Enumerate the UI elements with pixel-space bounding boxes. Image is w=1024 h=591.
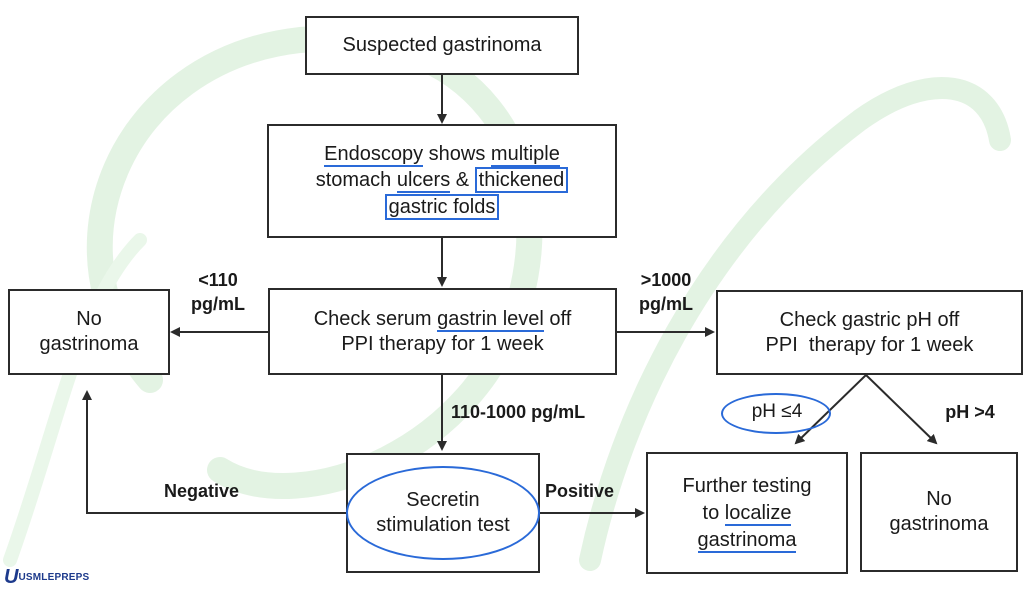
node-suspected-label: Suspected gastrinoma <box>342 34 542 56</box>
node-further-line1: Further testing <box>682 474 812 497</box>
highlight-gastrin-level: gastrin level <box>437 307 544 332</box>
node-ph-line2: PPI therapy for 1 week <box>765 333 974 356</box>
highlight-endoscopy: Endoscopy <box>324 143 424 167</box>
highlight-localize: localize <box>724 501 792 526</box>
text-segment: shows <box>423 143 491 165</box>
edge-label-negative: Negative <box>164 481 240 501</box>
node-serum-gastrin: Check serum gastrin level off PPI therap… <box>268 288 617 375</box>
edge-label-lt110-line2: pg/mL <box>191 294 245 314</box>
text-segment: & <box>450 169 475 191</box>
text-segment: stomach <box>315 169 397 191</box>
text-segment: off <box>543 307 572 330</box>
arrow-ph-low <box>794 374 867 445</box>
node-endoscopy: Endoscopy shows multiple stomach ulcers … <box>267 124 617 238</box>
brand-mark-icon: U <box>4 566 19 588</box>
node-serum-line2: PPI therapy for 1 week <box>341 332 544 355</box>
node-further-testing: Further testing to localize gastrinoma <box>646 452 848 574</box>
brand-text: USMLEPREPS <box>18 571 90 583</box>
node-no-gastrinoma-left: No gastrinoma <box>8 289 170 375</box>
edge-label-gt1000: >1000 pg/mL <box>616 268 716 316</box>
highlight-multiple: multiple <box>490 143 560 167</box>
node-no-gastrinoma-right: No gastrinoma <box>860 452 1018 572</box>
edge-label-positive: Positive <box>545 481 615 501</box>
node-no-gastrinoma-right-line1: No <box>926 488 952 510</box>
highlight-oval-ph-low <box>721 393 831 434</box>
brand-logo: U USMLEPREPS <box>4 566 89 588</box>
arrow-ph-high <box>865 374 938 445</box>
edge-label-gt1000-line2: pg/mL <box>639 294 693 314</box>
edge-label-mid-range: 110-1000 pg/mL <box>451 402 586 422</box>
highlight-gastrinoma: gastrinoma <box>697 528 797 553</box>
node-no-gastrinoma-right-line2: gastrinoma <box>889 513 989 535</box>
node-no-gastrinoma-left-line1: No <box>76 308 102 330</box>
edge-label-lt110: <110 pg/mL <box>168 268 268 316</box>
node-suspected-gastrinoma: Suspected gastrinoma <box>305 16 579 75</box>
node-no-gastrinoma-left-line2: gastrinoma <box>39 333 139 355</box>
node-ph-check: Check gastric pH off PPI therapy for 1 w… <box>716 290 1023 375</box>
edge-label-lt110-line1: <110 <box>198 270 238 290</box>
highlight-ulcers: ulcers <box>396 169 451 193</box>
edge-label-ph-high: pH >4 <box>945 402 995 422</box>
edge-label-gt1000-line1: >1000 <box>640 270 692 290</box>
text-segment: Check serum <box>313 307 438 330</box>
node-endoscopy-text: Endoscopy shows multiple stomach ulcers … <box>316 142 569 220</box>
highlight-thickened: thickened <box>474 167 569 193</box>
highlight-oval-secretin <box>346 466 540 560</box>
arrow-secretin-negative <box>82 390 346 514</box>
node-serum-text: Check serum gastrin level off PPI therap… <box>313 307 572 357</box>
text-segment: to <box>702 501 725 524</box>
node-ph-line1: Check gastric pH off <box>779 308 960 331</box>
highlight-gastric-folds: gastric folds <box>384 194 500 220</box>
